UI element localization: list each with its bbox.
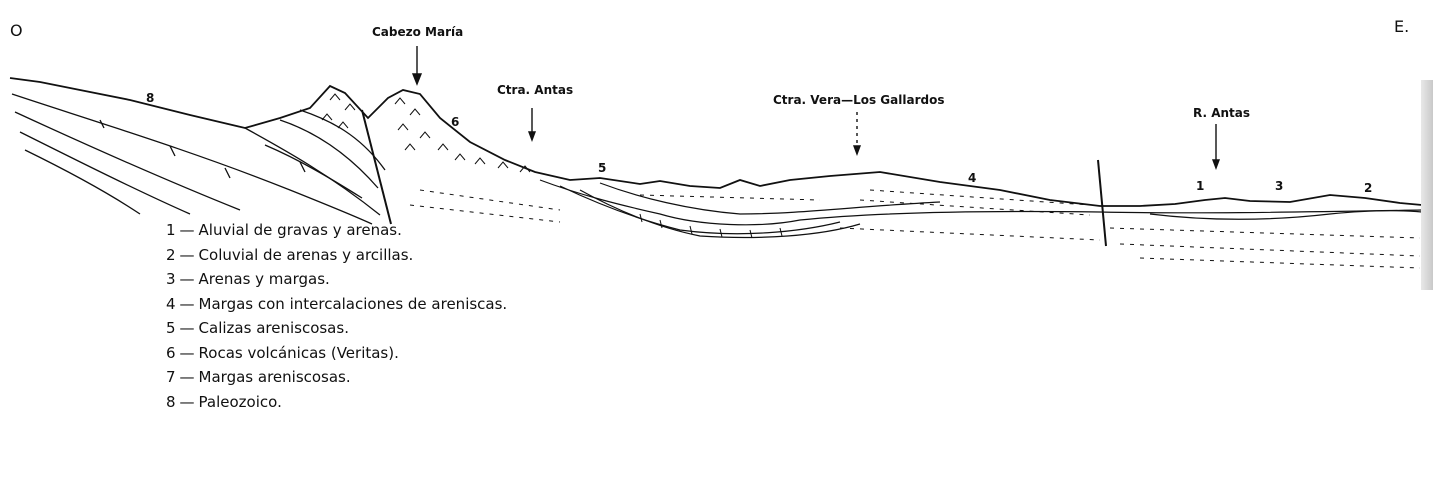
- volcanic-rock-pattern: [322, 94, 530, 172]
- label-ctra-antas: Ctra. Antas: [497, 83, 573, 97]
- legend-item-8: 8—Paleozoico.: [166, 390, 507, 415]
- legend-item-3: 3—Arenas y margas.: [166, 267, 507, 292]
- arrow-ctra-vera-head: [854, 146, 860, 154]
- legend-text: Calizas areniscosas.: [199, 319, 349, 337]
- legend-num: 4: [166, 295, 176, 313]
- unit-label-2: 2: [1364, 181, 1372, 195]
- east-label: E.: [1394, 17, 1409, 36]
- legend-item-1: 1—Aluvial de gravas y arenas.: [166, 218, 507, 243]
- legend-num: 2: [166, 246, 176, 264]
- legend-num: 6: [166, 344, 176, 362]
- unit-label-5: 5: [598, 161, 606, 175]
- legend-num: 3: [166, 270, 176, 288]
- west-label: O: [10, 21, 23, 40]
- topographic-profile: [10, 78, 1422, 206]
- legend-text: Rocas volcánicas (Veritas).: [199, 344, 399, 362]
- legend-num: 5: [166, 319, 176, 337]
- legend-text: Coluvial de arenas y arcillas.: [199, 246, 414, 264]
- legend-text: Arenas y margas.: [199, 270, 330, 288]
- legend-text: Paleozoico.: [199, 393, 282, 411]
- marl-layers: [540, 180, 1422, 238]
- legend-item-4: 4—Margas con intercalaciones de arenisca…: [166, 292, 507, 317]
- arrow-ctra-antas-head: [529, 132, 535, 140]
- unit-label-1: 1: [1196, 179, 1204, 193]
- legend-num: 8: [166, 393, 176, 411]
- legend: 1—Aluvial de gravas y arenas. 2—Coluvial…: [166, 218, 507, 414]
- legend-item-6: 6—Rocas volcánicas (Veritas).: [166, 341, 507, 366]
- unit-label-3: 3: [1275, 179, 1283, 193]
- legend-text: Aluvial de gravas y arenas.: [199, 221, 402, 239]
- unit-label-8: 8: [146, 91, 154, 105]
- arrow-rio-antas-head: [1213, 160, 1219, 168]
- legend-text: Margas areniscosas.: [199, 368, 351, 386]
- legend-num: 1: [166, 221, 176, 239]
- label-ctra-vera: Ctra. Vera—Los Gallardos: [773, 93, 944, 107]
- paleozoic-strata: [12, 94, 385, 224]
- unit-label-4: 4: [968, 171, 976, 185]
- legend-text: Margas con intercalaciones de areniscas.: [199, 295, 508, 313]
- label-rio-antas: R. Antas: [1193, 106, 1250, 120]
- legend-item-7: 7—Margas areniscosas.: [166, 365, 507, 390]
- legend-item-2: 2—Coluvial de arenas y arcillas.: [166, 243, 507, 268]
- scan-edge-shadow: [1421, 80, 1433, 290]
- limestone-ticks: [640, 214, 782, 238]
- legend-item-5: 5—Calizas areniscosas.: [166, 316, 507, 341]
- label-cabezo-maria: Cabezo María: [372, 25, 463, 39]
- legend-num: 7: [166, 368, 176, 386]
- arrow-cabezo-head: [413, 74, 421, 84]
